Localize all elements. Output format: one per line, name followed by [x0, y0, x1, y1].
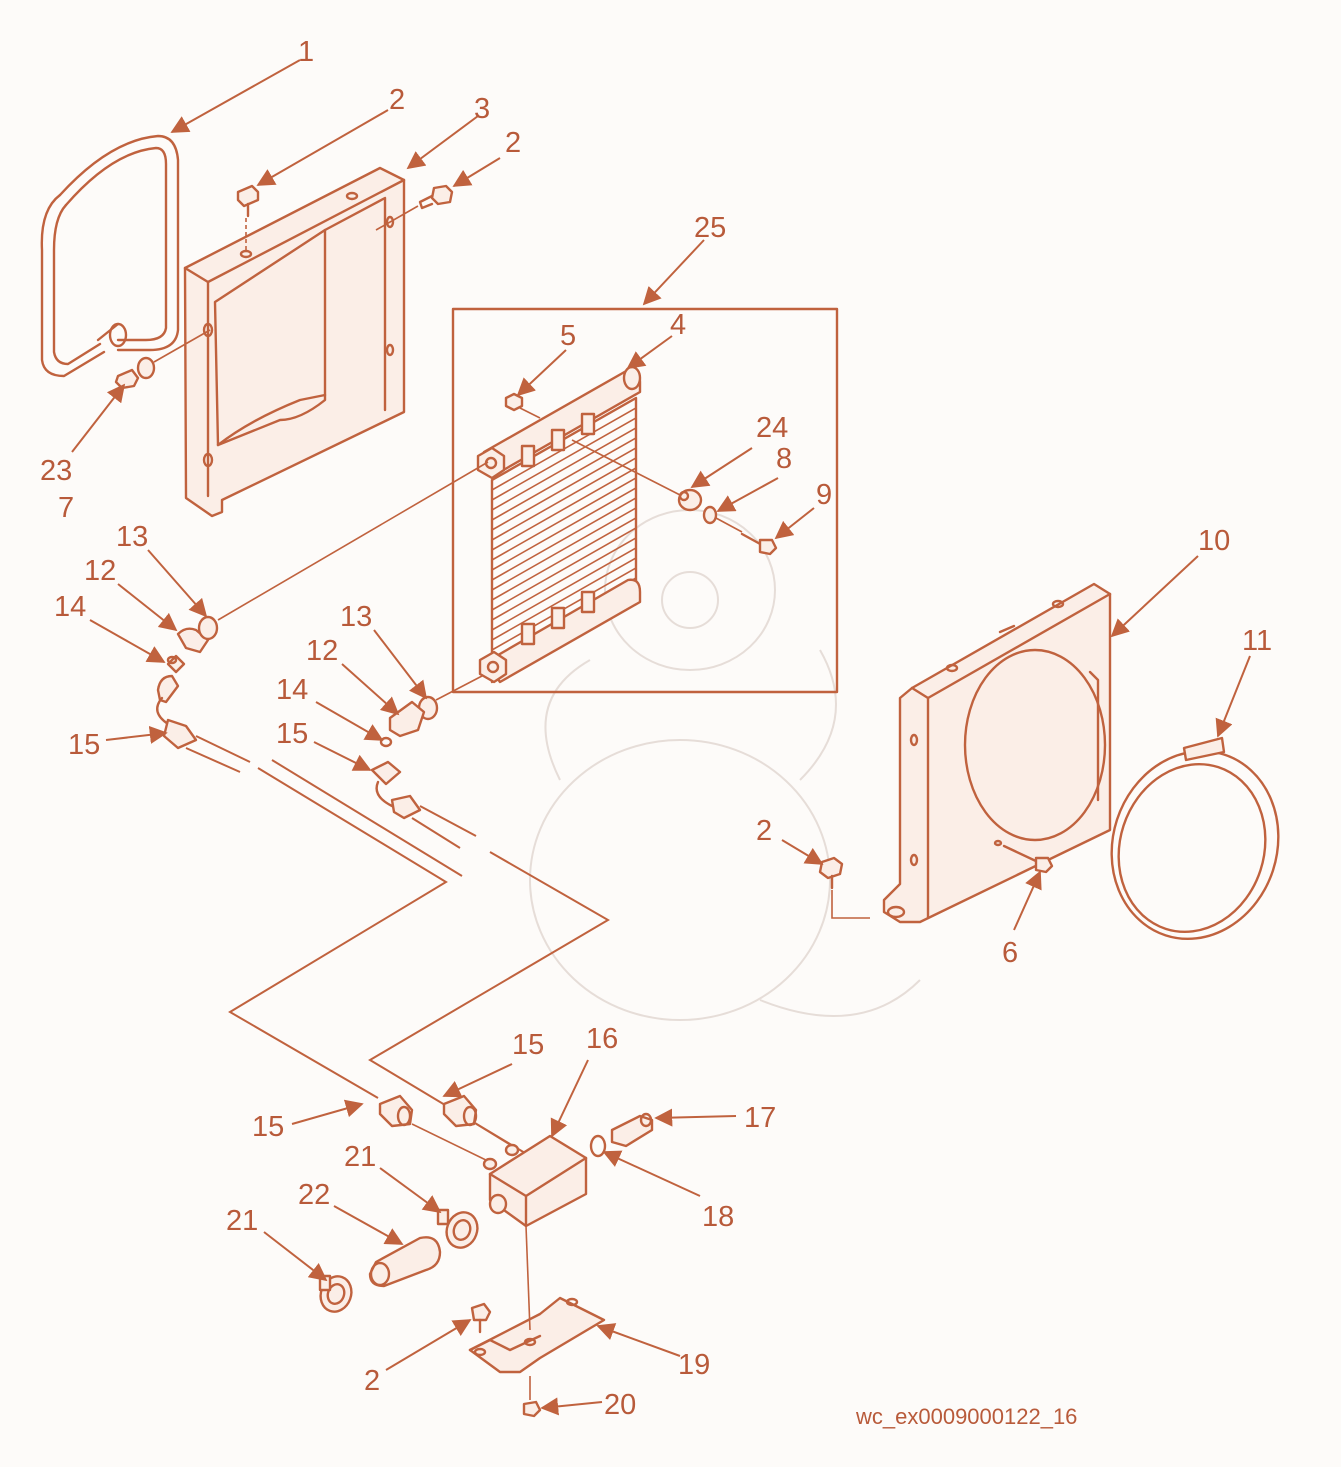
leader-lines — [71, 59, 1251, 1416]
callout-labels: 1 2 3 2 23 7 25 5 4 24 8 9 10 11 13 12 1… — [40, 36, 1272, 1429]
callout-15-upper: 15 — [512, 1029, 544, 1061]
callout-15-mid: 15 — [276, 718, 308, 750]
callout-11: 11 — [1242, 625, 1272, 657]
part-6-bolt — [993, 839, 1054, 874]
callout-2-bracket: 2 — [364, 1365, 380, 1397]
callout-1: 1 — [298, 36, 314, 68]
left-hose — [185, 735, 463, 1099]
part-2-screw-side — [375, 184, 454, 231]
callout-15-left: 15 — [68, 729, 100, 761]
part-17-fitting — [610, 1112, 654, 1148]
left-hose-fittings — [156, 461, 489, 750]
watermark-illustration — [529, 509, 921, 1021]
part-11-ring — [1110, 736, 1280, 941]
callout-14-left: 14 — [54, 591, 86, 623]
part-2-screw-bracket — [470, 1302, 492, 1334]
part-15-hose-ends — [378, 1094, 513, 1163]
callout-25: 25 — [694, 212, 726, 244]
callout-13-left: 13 — [116, 521, 148, 553]
callout-3: 3 — [474, 93, 490, 125]
part-21-clamp-lower — [318, 1274, 353, 1313]
callout-2-top: 2 — [389, 84, 405, 116]
callout-10: 10 — [1198, 525, 1230, 557]
figure-id: wc_ex0009000122_16 — [855, 1404, 1077, 1429]
part-18-o-ring — [589, 1134, 607, 1158]
callout-20: 20 — [604, 1389, 636, 1421]
part-2-screw-top — [236, 184, 260, 250]
callout-16: 16 — [586, 1023, 618, 1055]
part-2-screw-fan-shroud — [818, 856, 870, 919]
callout-21-upper: 21 — [344, 1141, 376, 1173]
middle-hose-fittings — [370, 675, 483, 820]
part-21-clamp-upper — [436, 1208, 479, 1249]
part-22-hose-section — [368, 1236, 442, 1288]
callout-14-mid: 14 — [276, 674, 308, 706]
part-19-bracket — [468, 1225, 606, 1374]
callout-7: 7 — [58, 492, 74, 524]
callout-9: 9 — [816, 479, 832, 511]
callout-2-fan: 2 — [756, 815, 772, 847]
part-8-washer — [702, 505, 718, 525]
callout-2-side: 2 — [505, 127, 521, 159]
part-9-bolt — [715, 517, 778, 556]
part-20-screw — [522, 1376, 542, 1418]
callout-19: 19 — [678, 1349, 710, 1381]
callout-23: 23 — [40, 455, 72, 487]
callout-12-mid: 12 — [306, 635, 338, 667]
callout-13-mid: 13 — [340, 601, 372, 633]
part-1-gasket — [40, 134, 180, 378]
part-10-fan-shroud — [882, 582, 1112, 924]
part-3-shroud — [183, 166, 406, 518]
callout-22: 22 — [298, 1179, 330, 1211]
callout-6: 6 — [1002, 937, 1018, 969]
part-23-screw-washer — [114, 329, 211, 390]
part-24-spacer — [677, 488, 703, 512]
callout-8: 8 — [776, 443, 792, 475]
callout-5: 5 — [560, 320, 576, 352]
callout-24: 24 — [756, 412, 788, 444]
callout-17: 17 — [744, 1102, 776, 1134]
callout-18: 18 — [702, 1201, 734, 1233]
callout-4: 4 — [670, 309, 686, 341]
callout-12-left: 12 — [84, 555, 116, 587]
part-25-cooler-assembly — [451, 307, 839, 694]
callout-15-lower: 15 — [252, 1111, 284, 1143]
callout-21-lower: 21 — [226, 1205, 258, 1237]
part-16-manifold-block — [482, 1134, 588, 1228]
